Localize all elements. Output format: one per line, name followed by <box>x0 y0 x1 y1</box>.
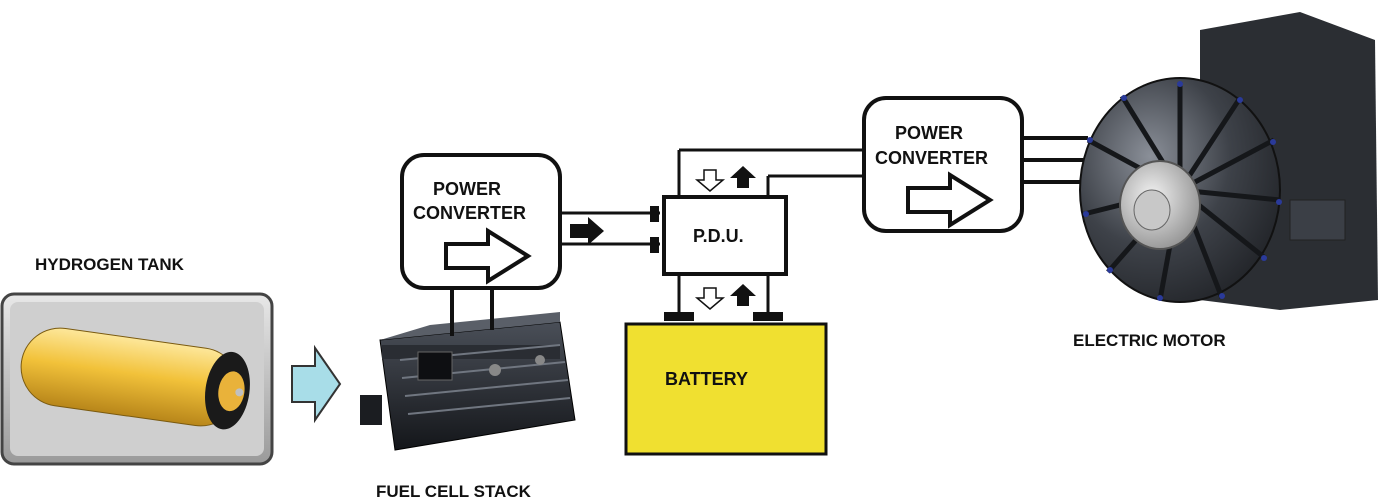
fuel-cell-stack-label: FUEL CELL STACK <box>376 482 531 501</box>
up-arrow-filled-icon <box>730 166 756 188</box>
hydrogen-tank-image <box>0 292 274 466</box>
fuel-cell-stack-image <box>360 312 576 451</box>
electric-motor-label: ELECTRIC MOTOR <box>1073 331 1226 350</box>
up-arrow-filled-icon <box>730 284 756 306</box>
power-converter-2-label-line1: POWER <box>895 123 964 143</box>
down-arrow-outline-icon <box>694 287 726 310</box>
power-converter-1-label-line1: POWER <box>433 179 502 199</box>
dc-flow-arrow-icon <box>570 217 604 245</box>
battery-box <box>624 322 828 456</box>
down-arrow-outline-icon <box>694 169 726 192</box>
power-converter-2-label-line2: CONVERTER <box>875 148 989 168</box>
power-converter-1-label-line2: CONVERTER <box>413 203 527 223</box>
battery-label: BATTERY <box>665 369 748 389</box>
power-converter-1-arrow <box>444 227 532 285</box>
power-converter-2-arrow <box>906 171 994 229</box>
hydrogen-flow-arrow <box>291 344 342 424</box>
pdu-box <box>662 195 788 276</box>
electric-motor-image <box>1079 12 1378 310</box>
pdu-label: P.D.U. <box>693 226 744 246</box>
hydrogen-tank-label: HYDROGEN TANK <box>35 255 184 274</box>
